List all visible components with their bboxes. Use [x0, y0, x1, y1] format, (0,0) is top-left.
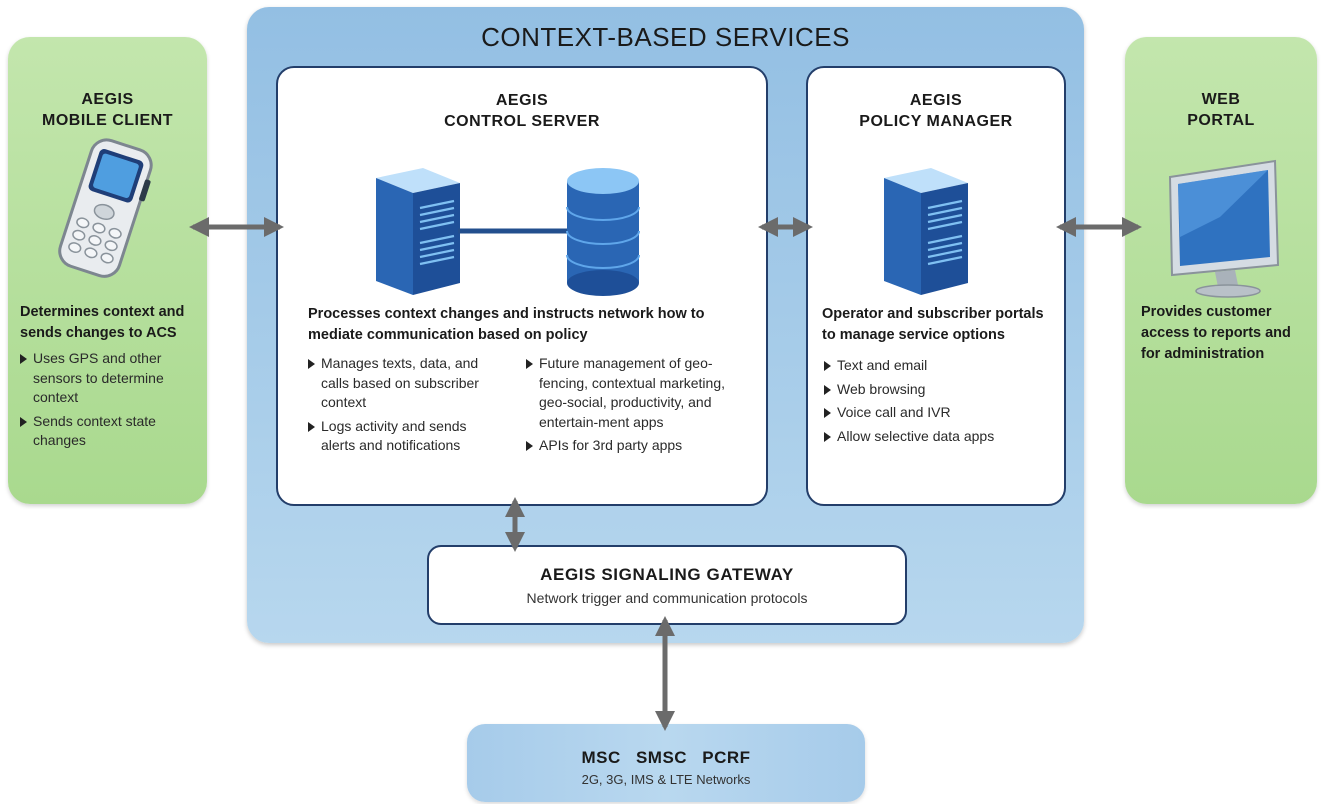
control-server-heading: Processes context changes and instructs … [308, 306, 705, 343]
list-item: Allow selective data apps [824, 427, 1054, 447]
server-icon [376, 168, 460, 295]
server-icon [884, 168, 968, 295]
list-item: Manages texts, data, and calls based on … [308, 354, 503, 413]
mobile-client-panel: AEGIS MOBILE CLIENT Determines context a… [8, 37, 207, 504]
web-portal-heading: Provides customer access to reports and … [1141, 304, 1291, 362]
networks-box: MSC SMSC PCRF 2G, 3G, IMS & LTE Networks [467, 724, 865, 802]
control-server-bullets-right: Future management of geo-fencing, contex… [526, 354, 741, 460]
mobile-phone-icon [58, 138, 153, 278]
list-item: Logs activity and sends alerts and notif… [308, 417, 503, 456]
list-item: Future management of geo-fencing, contex… [526, 354, 741, 432]
control-server-title: AEGIS CONTROL SERVER [444, 92, 600, 130]
monitor-icon [1168, 159, 1280, 298]
policy-manager-bullets: Text and email Web browsing Voice call a… [824, 356, 1054, 450]
list-item: Uses GPS and other sensors to determine … [20, 349, 190, 408]
server-database-link [458, 228, 568, 234]
list-item: Voice call and IVR [824, 403, 1054, 423]
networks-title: MSC SMSC PCRF [581, 748, 751, 767]
control-server-bullets-left: Manages texts, data, and calls based on … [308, 354, 503, 460]
web-portal-panel: WEB PORTAL Provides customer access to r… [1125, 37, 1317, 504]
list-item: Text and email [824, 356, 1054, 376]
list-item: APIs for 3rd party apps [526, 436, 741, 456]
list-item: Sends context state changes [20, 412, 190, 451]
mobile-client-heading: Determines context and sends changes to … [20, 304, 185, 341]
mobile-client-title: AEGIS MOBILE CLIENT [42, 91, 173, 129]
control-server-card: AEGIS CONTROL SERVER Processes context c… [276, 66, 768, 506]
policy-manager-card: AEGIS POLICY MANAGER Operator and subscr… [806, 66, 1066, 506]
signaling-gateway-title: AEGIS SIGNALING GATEWAY [540, 565, 794, 584]
networks-subtitle: 2G, 3G, IMS & LTE Networks [581, 772, 751, 787]
signaling-gateway-subtitle: Network trigger and communication protoc… [526, 590, 808, 606]
policy-manager-title: AEGIS POLICY MANAGER [859, 92, 1013, 130]
database-icon [566, 168, 640, 296]
context-based-services-title: CONTEXT-BASED SERVICES [481, 22, 850, 52]
policy-manager-heading: Operator and subscriber portals to manag… [822, 306, 1044, 343]
signaling-gateway-box: AEGIS SIGNALING GATEWAY Network trigger … [427, 545, 907, 625]
list-item: Web browsing [824, 380, 1054, 400]
web-portal-title: WEB PORTAL [1187, 91, 1255, 129]
mobile-client-bullets: Uses GPS and other sensors to determine … [20, 349, 190, 455]
